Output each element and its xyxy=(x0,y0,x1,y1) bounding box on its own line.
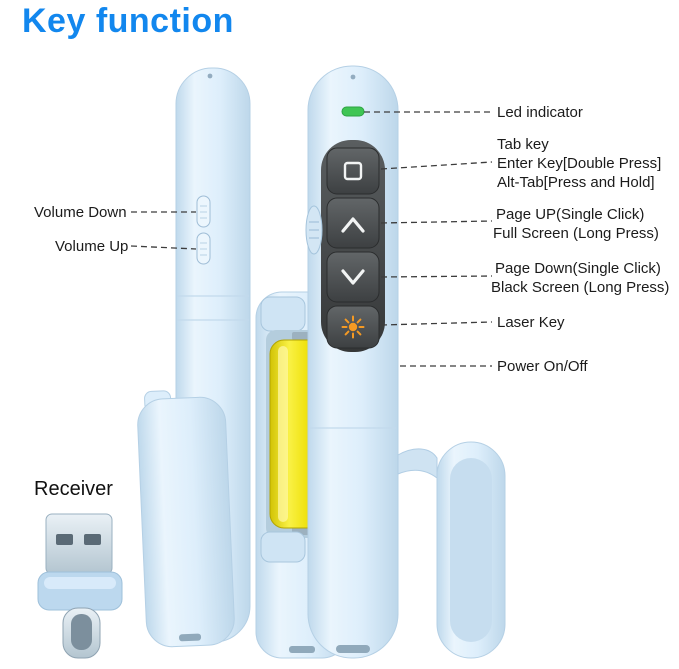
chevron-up-icon xyxy=(341,217,365,233)
label-black-screen: Black Screen (Long Press) xyxy=(491,279,670,296)
label-enter-key: Enter Key[Double Press] xyxy=(497,155,662,172)
label-page-up: Page UP(Single Click) xyxy=(496,206,645,223)
laser-button xyxy=(326,305,380,349)
usb-a-connector xyxy=(45,513,113,575)
label-volume-down: Volume Down xyxy=(34,204,127,221)
bottom-latch xyxy=(260,531,306,563)
callout-page-down xyxy=(380,275,493,278)
callout-volume-up xyxy=(130,245,197,250)
page-down-button xyxy=(326,251,380,303)
usb-receiver xyxy=(37,513,123,659)
clip-bridge xyxy=(397,448,438,480)
charging-port-slot xyxy=(289,646,315,653)
pocket-clip xyxy=(397,441,506,659)
clip-inner xyxy=(450,458,492,642)
callout-page-up xyxy=(380,220,493,224)
label-full-screen: Full Screen (Long Press) xyxy=(493,225,659,242)
callout-lines xyxy=(130,111,493,367)
tab-button xyxy=(326,147,380,195)
battery-contact xyxy=(292,332,312,340)
chevron-down-icon xyxy=(341,269,365,285)
callout-tab-key xyxy=(380,161,493,170)
power-slider xyxy=(305,205,323,255)
volume-up-button xyxy=(196,232,211,265)
led-indicator xyxy=(341,106,365,117)
page-title: Key function xyxy=(22,2,234,40)
usb-pin-slot xyxy=(56,534,73,545)
label-tab-key: Tab key xyxy=(497,136,549,153)
page-up-button xyxy=(326,197,380,249)
sunburst-icon xyxy=(341,315,365,339)
label-page-down: Page Down(Single Click) xyxy=(495,260,661,277)
cover-port-notch xyxy=(179,633,202,642)
charging-port-slot xyxy=(336,645,370,653)
receiver-body-highlight xyxy=(44,577,116,589)
label-volume-up: Volume Up xyxy=(55,238,129,255)
top-hole xyxy=(207,73,213,79)
label-receiver: Receiver xyxy=(34,478,113,500)
volume-down-button xyxy=(196,195,211,228)
label-power-on-off: Power On/Off xyxy=(497,358,588,375)
label-alt-tab: Alt-Tab[Press and Hold] xyxy=(497,174,655,191)
callout-laser xyxy=(380,321,493,326)
usb-pin-slot xyxy=(84,534,101,545)
presenter-front-view xyxy=(305,65,399,659)
usb-c-connector xyxy=(62,607,101,659)
square-outline-icon xyxy=(343,161,363,181)
top-latch xyxy=(260,296,306,332)
battery-cover xyxy=(137,390,235,648)
label-laser-key: Laser Key xyxy=(497,314,565,331)
top-hole xyxy=(350,74,356,80)
label-led-indicator: Led indicator xyxy=(497,104,583,121)
